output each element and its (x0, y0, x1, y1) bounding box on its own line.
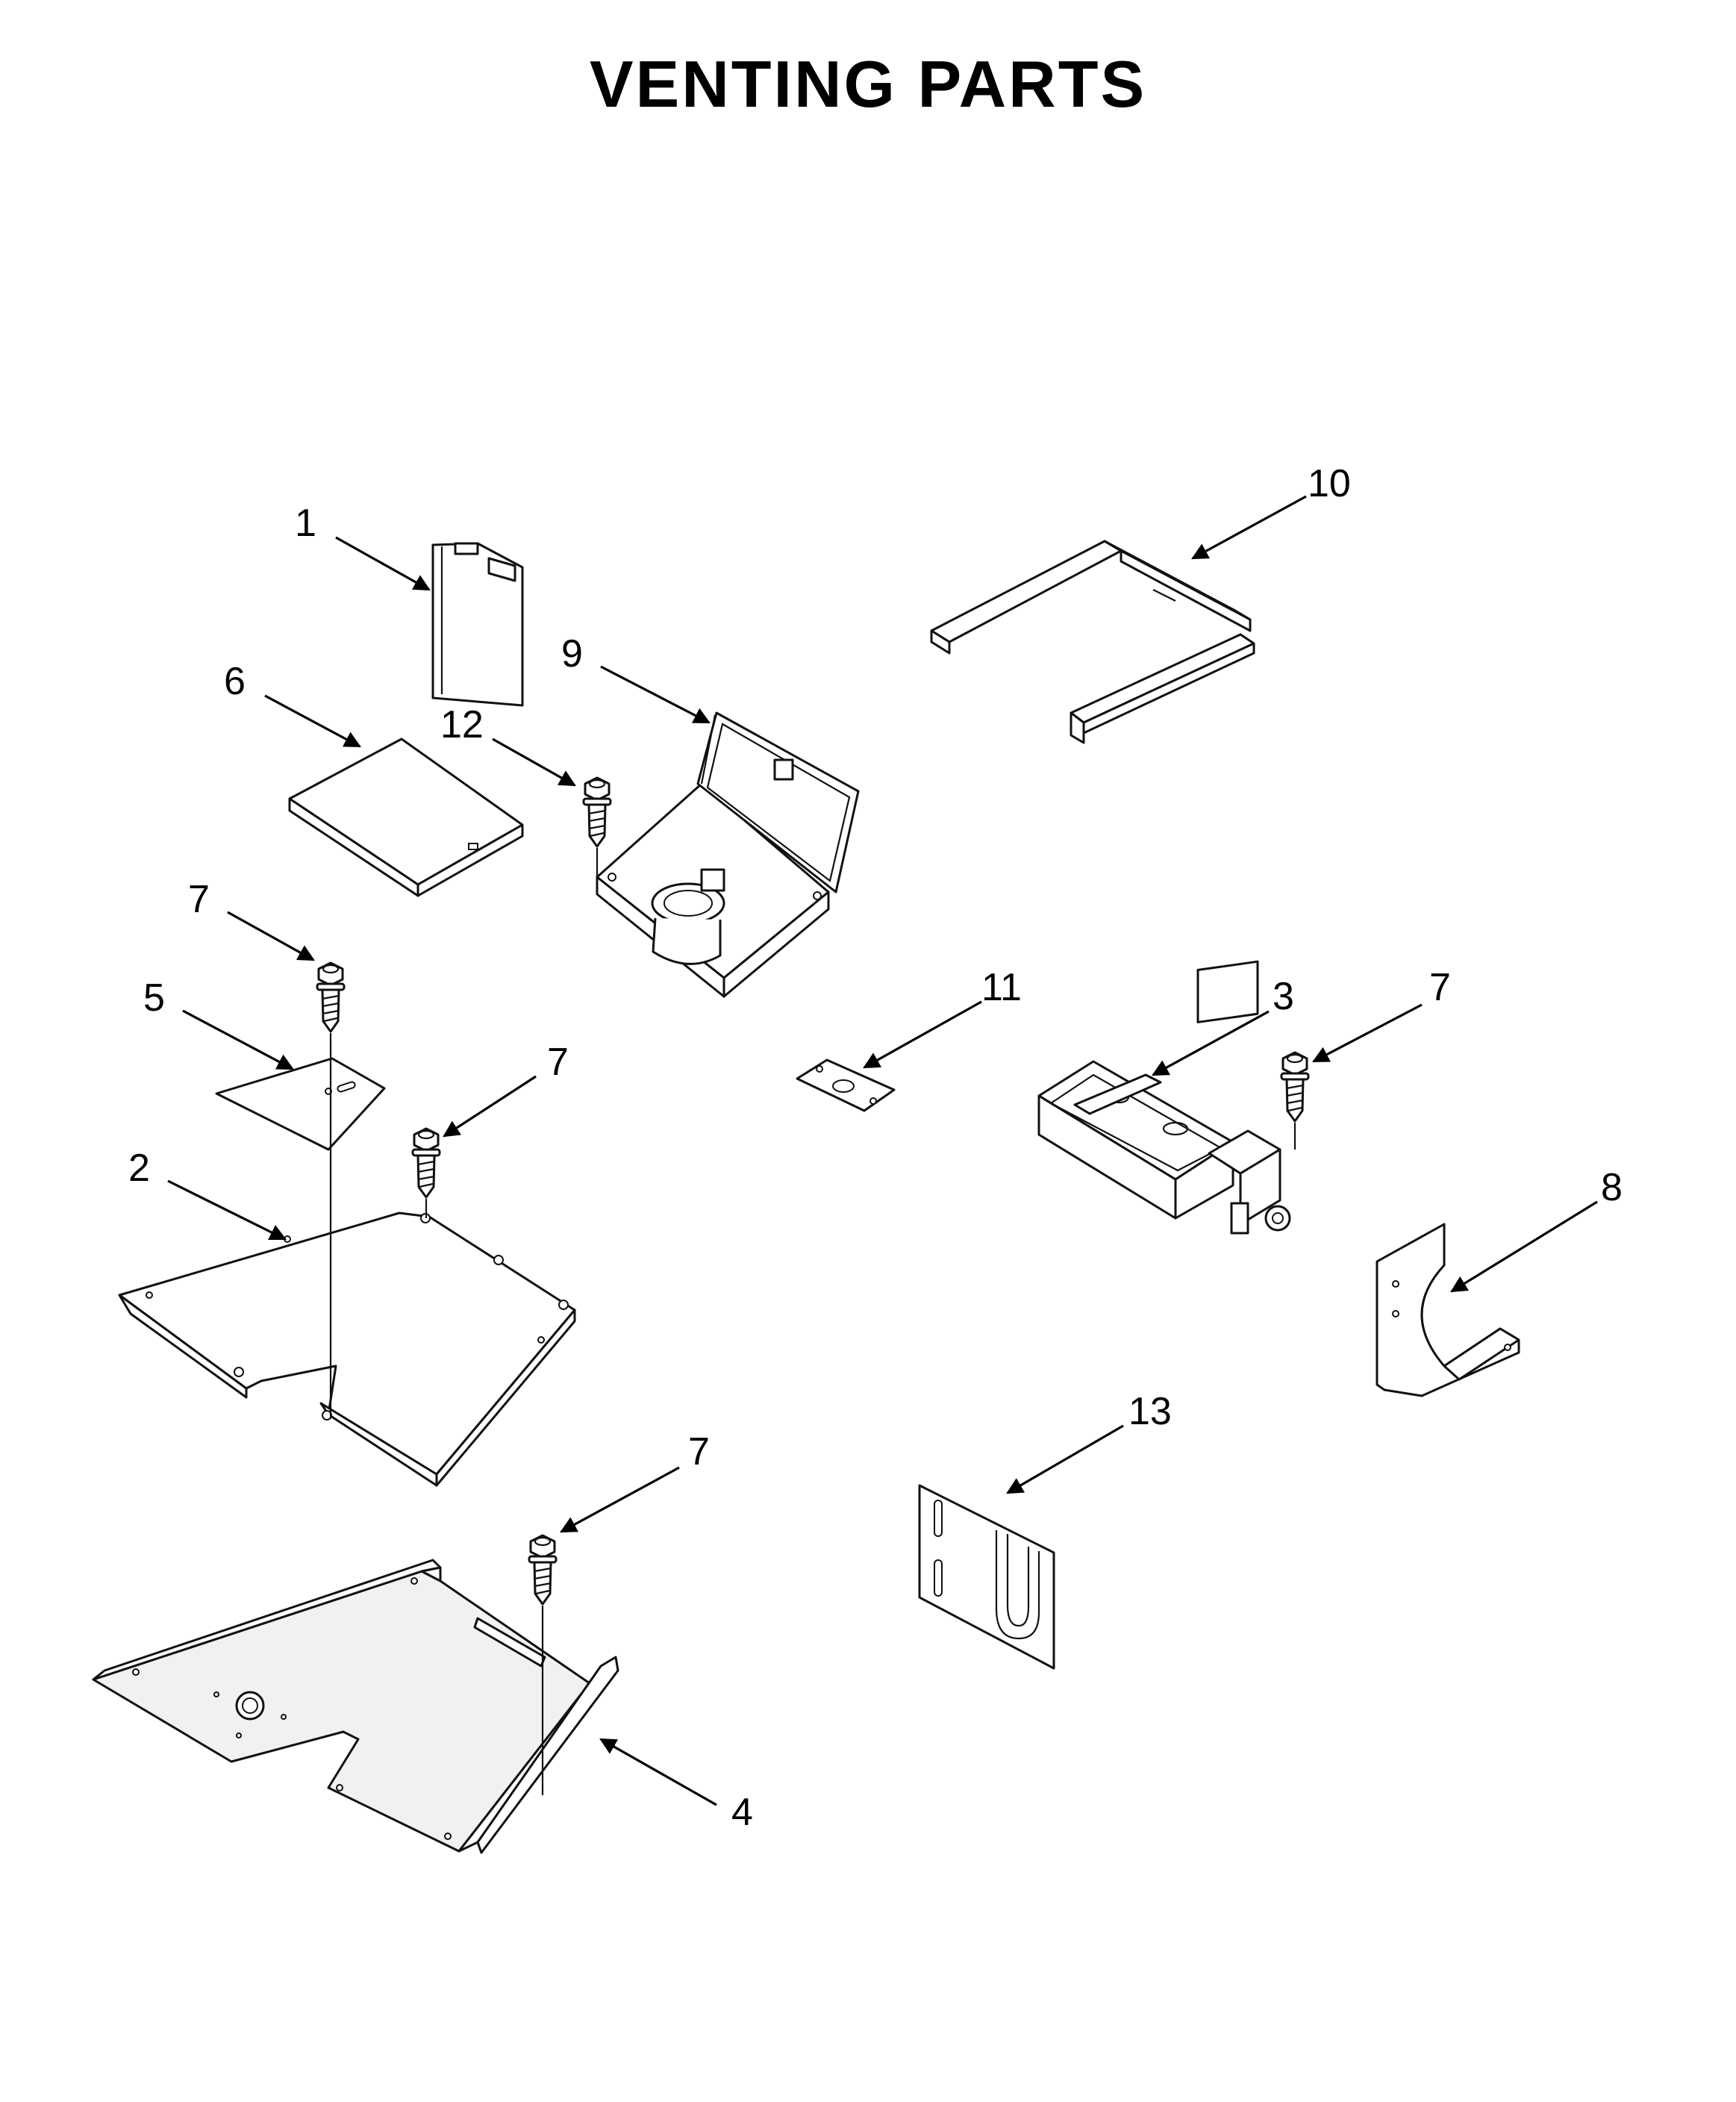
part-12-screw (582, 776, 612, 877)
leader-11 (863, 1000, 982, 1069)
part-2-large-panel (118, 1211, 576, 1487)
callout-7b: 7 (547, 1041, 569, 1084)
callout-11: 11 (981, 966, 1022, 1009)
part-9-vent-housing (596, 711, 860, 998)
leader-7a (227, 911, 315, 961)
part-13-slot-plate (918, 1484, 1055, 1670)
part-10-channel-frame (930, 540, 1255, 744)
callout-4: 4 (731, 1791, 753, 1834)
callout-2: 2 (128, 1147, 150, 1190)
leader-1 (335, 536, 431, 591)
leader-10 (1191, 495, 1307, 560)
part-7-screw-right (1280, 1051, 1310, 1150)
part-7-screw-upper-left (316, 961, 346, 1418)
part-1-panel (431, 542, 524, 707)
leader-7b (443, 1075, 537, 1138)
callout-7c: 7 (688, 1430, 710, 1473)
leader-9 (600, 665, 711, 724)
leader-7d (1312, 1003, 1423, 1063)
leader-8 (1450, 1200, 1598, 1293)
callout-7d: 7 (1429, 966, 1451, 1009)
callout-12: 12 (440, 703, 484, 746)
part-3-vent-motor (1037, 960, 1291, 1235)
part-6-cover (288, 737, 524, 897)
part-11-small-plate (796, 1058, 896, 1112)
callout-5: 5 (143, 976, 165, 1020)
leader-12 (492, 737, 576, 787)
part-8-bracket (1376, 1223, 1520, 1397)
leader-3 (1152, 1010, 1270, 1076)
callout-9: 9 (561, 632, 583, 676)
callout-6: 6 (224, 660, 246, 703)
leader-lines (167, 495, 1598, 1806)
callout-7a: 7 (188, 878, 210, 921)
callout-13: 13 (1128, 1390, 1172, 1433)
callout-1: 1 (295, 502, 316, 545)
callout-3: 3 (1273, 975, 1294, 1018)
callout-labels: 1 10 9 6 12 7 5 7 2 11 3 7 8 13 7 4 (128, 462, 1623, 1834)
part-4-base-panel (92, 1559, 619, 1854)
leader-4 (599, 1738, 717, 1806)
callout-8: 8 (1601, 1166, 1623, 1209)
leader-7c (560, 1466, 680, 1533)
leader-5 (182, 1009, 294, 1070)
part-7-screw-lower (528, 1534, 558, 1795)
callout-10: 10 (1308, 462, 1351, 505)
leader-2 (167, 1179, 287, 1241)
part-5-plate (215, 1057, 386, 1151)
leader-13 (1006, 1424, 1124, 1494)
part-7-screw-middle-left (411, 1127, 441, 1218)
page-title: VENTING PARTS (589, 47, 1147, 121)
leader-6 (264, 694, 361, 748)
